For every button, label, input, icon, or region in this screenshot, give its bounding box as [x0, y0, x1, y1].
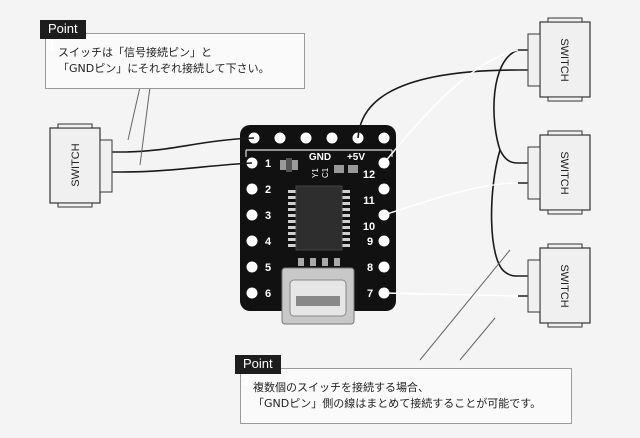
pin-label-2: 2: [265, 184, 271, 196]
switch-mid-right-label: SWITCH: [558, 151, 570, 194]
pin-label-11: 11: [363, 195, 375, 207]
badge-word-1: Point: [48, 21, 78, 36]
pin-label-7: 7: [367, 288, 373, 300]
callout-point-1-box: [45, 33, 305, 89]
callout-point-2-box: [240, 368, 572, 424]
callout-leaders: [127, 86, 511, 361]
pin-label-6: 6: [265, 288, 271, 300]
pin-label-8: 8: [367, 262, 373, 274]
pin-label-10: 10: [363, 221, 375, 233]
switch-top-right: SWITCH: [518, 17, 591, 102]
callout-point-2-badge: Point 2: [235, 355, 281, 388]
badge-num-2: 2: [243, 372, 251, 388]
callout-point-1-line-1: スイッチは「信号接続ピン」と: [58, 46, 212, 59]
y1-label: Y1: [311, 168, 320, 178]
switch-left: SWITCH: [49, 123, 122, 208]
plus5v-label: +5V: [347, 152, 365, 163]
usb-port: [281, 267, 355, 325]
gnd-label: GND: [309, 152, 331, 163]
microcontroller-board: 1 2 3 4 5 6 12 11 10 9 8 7 GND +5V Y1 C1: [240, 125, 396, 325]
switch-mid-right: SWITCH: [518, 130, 591, 215]
pin-label-5: 5: [265, 262, 271, 274]
switch-left-label: SWITCH: [70, 143, 82, 186]
signal-wires: [383, 49, 519, 297]
pin-label-9: 9: [367, 236, 373, 248]
callout-point-2-line-2: 「GNDピン」側の線はまとめて接続することが可能です。: [253, 397, 542, 410]
pin-label-4: 4: [265, 236, 272, 248]
callout-point-1-line-2: 「GNDピン」にそれぞれ接続して下さい。: [58, 62, 270, 75]
badge-num-1: 1: [48, 37, 56, 53]
switch-bottom-right-label: SWITCH: [558, 264, 570, 307]
pin-label-3: 3: [265, 210, 271, 222]
callout-point-1-badge: Point 1: [40, 20, 86, 53]
switch-bottom-right: SWITCH: [518, 243, 591, 328]
badge-word-2: Point: [243, 356, 273, 371]
callout-point-2-line-1: 複数個のスイッチを接続する場合、: [253, 381, 429, 394]
c1-label: C1: [321, 167, 330, 178]
switch-top-right-label: SWITCH: [558, 38, 570, 81]
pin-label-1: 1: [265, 158, 271, 170]
pin-label-12: 12: [363, 169, 375, 181]
